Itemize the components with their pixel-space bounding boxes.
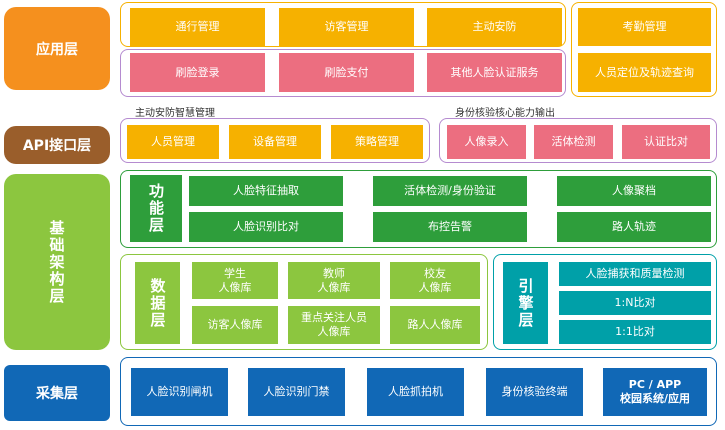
layer-api: API接口层 bbox=[4, 126, 110, 164]
data-box-student[interactable]: 学生 人像库 bbox=[192, 262, 278, 299]
app-box-face-login[interactable]: 刷脸登录 bbox=[130, 53, 265, 92]
api-box-verify[interactable]: 认证比对 bbox=[622, 125, 710, 159]
layer-app: 应用层 bbox=[4, 7, 110, 90]
app-frame-bottom bbox=[120, 49, 566, 97]
collect-box-door[interactable]: 人脸识别门禁 bbox=[248, 368, 345, 416]
data-box-focus[interactable]: 重点关注人员 人像库 bbox=[288, 306, 380, 344]
app-box-attendance[interactable]: 考勤管理 bbox=[578, 8, 711, 46]
function-box-compare[interactable]: 人脸识别比对 bbox=[189, 212, 343, 242]
api-box-device[interactable]: 设备管理 bbox=[229, 125, 321, 159]
api-frame-right bbox=[439, 118, 717, 163]
api-box-liveness[interactable]: 活体检测 bbox=[534, 125, 613, 159]
data-frame bbox=[120, 254, 488, 350]
function-title: 功能层 bbox=[130, 175, 182, 242]
data-box-teacher[interactable]: 教师 人像库 bbox=[288, 262, 380, 299]
engine-title: 引擎层 bbox=[503, 262, 548, 344]
api-box-policy[interactable]: 策略管理 bbox=[331, 125, 423, 159]
api-box-personnel[interactable]: 人员管理 bbox=[127, 125, 219, 159]
collect-frame bbox=[120, 357, 717, 426]
engine-box-11[interactable]: 1:1比对 bbox=[559, 320, 711, 344]
app-box-face-pay[interactable]: 刷脸支付 bbox=[279, 53, 414, 92]
function-box-track[interactable]: 路人轨迹 bbox=[557, 212, 711, 242]
data-title: 数据层 bbox=[135, 262, 180, 344]
data-box-passerby[interactable]: 路人人像库 bbox=[390, 306, 480, 344]
layer-collect: 采集层 bbox=[4, 365, 110, 421]
api-box-enroll[interactable]: 人像录入 bbox=[447, 125, 526, 159]
engine-box-capture[interactable]: 人脸捕获和质量检测 bbox=[559, 262, 711, 286]
data-box-visitor[interactable]: 访客人像库 bbox=[192, 306, 278, 344]
collect-box-camera[interactable]: 人脸抓拍机 bbox=[367, 368, 464, 416]
function-frame bbox=[120, 170, 717, 248]
function-box-alarm[interactable]: 布控告警 bbox=[373, 212, 527, 242]
engine-frame bbox=[493, 254, 717, 350]
app-frame-top bbox=[120, 2, 566, 47]
engine-box-1n[interactable]: 1:N比对 bbox=[559, 291, 711, 315]
api-frame-left bbox=[120, 118, 430, 163]
function-box-feature[interactable]: 人脸特征抽取 bbox=[189, 176, 343, 206]
api-caption-left: 主动安防智慧管理 bbox=[135, 108, 215, 119]
api-caption-right: 身份核验核心能力输出 bbox=[455, 108, 555, 119]
app-box-security[interactable]: 主动安防 bbox=[427, 8, 562, 46]
function-box-clustering[interactable]: 人像聚档 bbox=[557, 176, 711, 206]
data-box-alumni[interactable]: 校友 人像库 bbox=[390, 262, 480, 299]
layer-base: 基础架构层 bbox=[4, 174, 110, 350]
app-box-access[interactable]: 通行管理 bbox=[130, 8, 265, 46]
app-box-location[interactable]: 人员定位及轨迹查询 bbox=[578, 53, 711, 92]
app-frame-right bbox=[571, 2, 717, 97]
collect-box-terminal[interactable]: 身份核验终端 bbox=[486, 368, 583, 416]
collect-box-pc-app[interactable]: PC / APP 校园系统/应用 bbox=[603, 368, 707, 416]
app-box-visitor[interactable]: 访客管理 bbox=[279, 8, 414, 46]
app-box-other-auth[interactable]: 其他人脸认证服务 bbox=[427, 53, 562, 92]
collect-box-gate[interactable]: 人脸识别闸机 bbox=[131, 368, 228, 416]
function-box-liveness-id[interactable]: 活体检测/身份验证 bbox=[373, 176, 527, 206]
